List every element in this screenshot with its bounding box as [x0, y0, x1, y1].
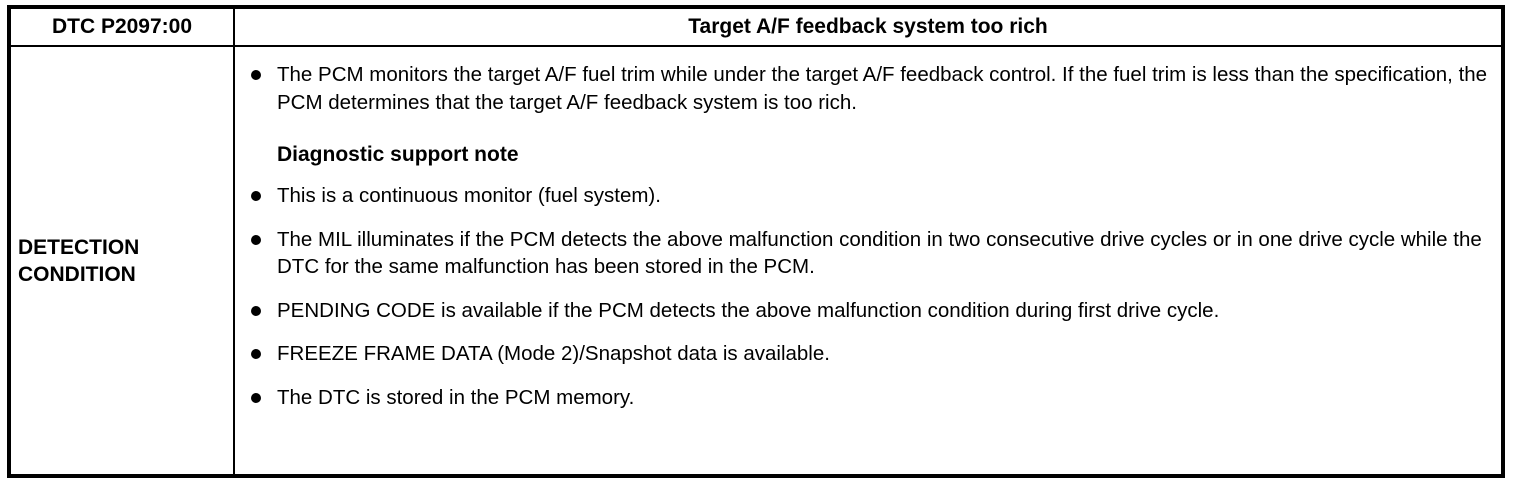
- list-item: The MIL illuminates if the PCM detects t…: [235, 226, 1501, 281]
- table-body-row: DETECTION CONDITION The PCM monitors the…: [11, 47, 1501, 474]
- bullet-point-icon: [251, 392, 261, 403]
- diagnostic-support-note-heading: Diagnostic support note: [277, 143, 519, 166]
- list-item: The PCM monitors the target A/F fuel tri…: [235, 61, 1501, 116]
- dtc-code-text: DTC P2097:00: [51, 15, 193, 38]
- detection-condition-label-line1: DETECTION: [18, 235, 140, 259]
- dtc-title-text: Target A/F feedback system too rich: [688, 15, 1048, 38]
- bullet-point-icon: [251, 70, 261, 80]
- bullet-point-icon: [251, 305, 261, 316]
- list-item-text: PENDING CODE is available if the PCM det…: [277, 298, 1220, 322]
- diagnostic-support-note-bullet-list: This is a continuous monitor (fuel syste…: [235, 182, 1501, 411]
- dtc-title-cell: Target A/F feedback system too rich: [235, 9, 1501, 45]
- detection-condition-label-line2: CONDITION: [18, 262, 136, 286]
- detection-condition-label-cell: DETECTION CONDITION: [11, 47, 235, 474]
- list-item-text: FREEZE FRAME DATA (Mode 2)/Snapshot data…: [277, 342, 830, 365]
- table-header-row: DTC P2097:00 Target A/F feedback system …: [11, 9, 1501, 47]
- list-item: PENDING CODE is available if the PCM det…: [235, 297, 1501, 325]
- list-item: This is a continuous monitor (fuel syste…: [235, 182, 1501, 210]
- list-item-text: The PCM monitors the target A/F fuel tri…: [277, 63, 1488, 114]
- detection-condition-bullet-list: The PCM monitors the target A/F fuel tri…: [235, 61, 1501, 116]
- bullet-point-icon: [251, 191, 261, 201]
- detection-condition-content-cell: The PCM monitors the target A/F fuel tri…: [235, 47, 1501, 474]
- list-item-text: This is a continuous monitor (fuel syste…: [277, 184, 661, 207]
- dtc-detection-condition-table: DTC P2097:00 Target A/F feedback system …: [7, 5, 1505, 478]
- list-item: The DTC is stored in the PCM memory.: [235, 384, 1501, 412]
- list-item: FREEZE FRAME DATA (Mode 2)/Snapshot data…: [235, 340, 1501, 368]
- list-item-text: The DTC is stored in the PCM memory.: [277, 385, 635, 409]
- dtc-code-cell: DTC P2097:00: [11, 9, 235, 45]
- table-inner: DTC P2097:00 Target A/F feedback system …: [11, 9, 1501, 474]
- list-item-text: The MIL illuminates if the PCM detects t…: [277, 227, 1482, 279]
- bullet-point-icon: [251, 234, 261, 245]
- bullet-point-icon: [251, 349, 261, 359]
